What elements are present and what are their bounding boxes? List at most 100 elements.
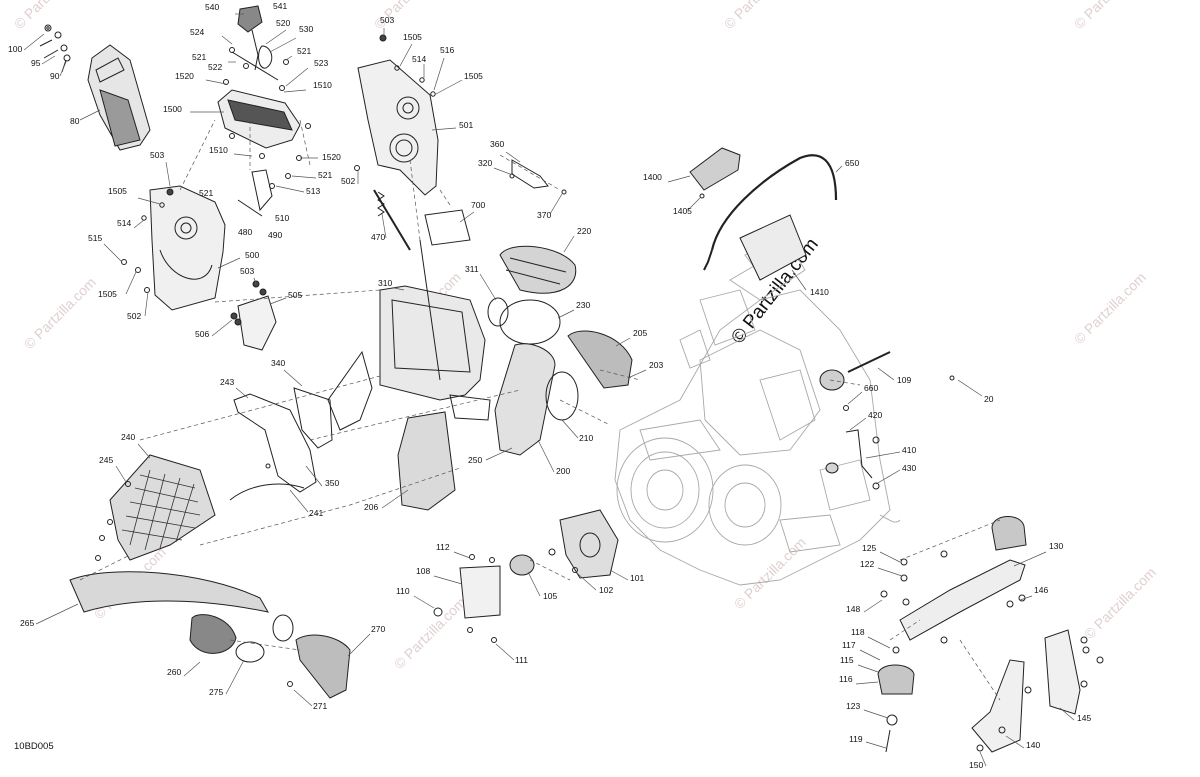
- part-label-115: 115: [840, 655, 854, 665]
- part-label-271: 271: [313, 701, 327, 711]
- part-label-506: 506: [195, 329, 209, 339]
- upper-right-parts: [509, 147, 838, 281]
- left-side-panel: [121, 185, 277, 351]
- part-label-230: 230: [576, 300, 590, 310]
- part-label-275: 275: [209, 687, 223, 697]
- part-label-101: 101: [630, 573, 644, 583]
- part-label-310: 310: [378, 278, 392, 288]
- part-label-206: 206: [364, 502, 378, 512]
- front-grille-assembly: [95, 393, 317, 561]
- part-label-530: 530: [299, 24, 313, 34]
- part-label-1505: 1505: [403, 32, 422, 42]
- leader-lines: [79, 119, 1001, 701]
- watermark-tl: © Partzilla.com: [11, 0, 89, 32]
- part-label-541: 541: [273, 1, 287, 11]
- part-label-241: 241: [309, 508, 323, 518]
- part-label-109: 109: [897, 375, 911, 385]
- part-label-108: 108: [416, 566, 430, 576]
- part-label-521: 521: [297, 46, 311, 56]
- part-label-522: 522: [208, 62, 222, 72]
- part-label-700: 700: [471, 200, 485, 210]
- part-label-1505: 1505: [464, 71, 483, 81]
- part-label-1505: 1505: [108, 186, 127, 196]
- part-label-501: 501: [459, 120, 473, 130]
- part-label-102: 102: [599, 585, 613, 595]
- part-label-240: 240: [121, 432, 135, 442]
- engine-ghost: [614, 229, 901, 586]
- part-label-80: 80: [70, 116, 80, 126]
- watermark-tr2: © Partzilla.com: [1071, 0, 1149, 32]
- part-label-245: 245: [99, 455, 113, 465]
- part-label-503: 503: [240, 266, 254, 276]
- part-label-360: 360: [490, 139, 504, 149]
- part-label-150: 150: [969, 760, 983, 770]
- rear-crossmember-assembly: [877, 516, 1104, 753]
- watermark-tr1: © Partzilla.com: [721, 0, 799, 32]
- engine-mounts-left: [433, 509, 619, 643]
- part-label-1510: 1510: [313, 80, 332, 90]
- part-label-117: 117: [842, 640, 856, 650]
- part-label-410: 410: [902, 445, 916, 455]
- part-label-205: 205: [633, 328, 647, 338]
- part-label-111: 111: [515, 655, 528, 665]
- part-label-523: 523: [314, 58, 328, 68]
- part-label-270: 270: [371, 624, 385, 634]
- part-label-514: 514: [117, 218, 131, 228]
- part-label-515: 515: [88, 233, 102, 243]
- part-label-311: 311: [465, 264, 479, 274]
- diagram-reference-code: 10BD005: [14, 741, 54, 752]
- part-label-123: 123: [846, 701, 860, 711]
- part-label-1510: 1510: [209, 145, 228, 155]
- part-label-119: 119: [849, 734, 863, 744]
- part-label-340: 340: [271, 358, 285, 368]
- part-label-260: 260: [167, 667, 181, 677]
- part-label-420: 420: [868, 410, 882, 420]
- part-label-140: 140: [1026, 740, 1040, 750]
- part-label-116: 116: [839, 674, 853, 684]
- right-engine-parts: [819, 351, 955, 490]
- part-label-470: 470: [371, 232, 385, 242]
- part-label-125: 125: [862, 543, 876, 553]
- part-label-490: 490: [268, 230, 282, 240]
- part-label-1520: 1520: [322, 152, 341, 162]
- part-label-210: 210: [579, 433, 593, 443]
- part-label-320: 320: [478, 158, 492, 168]
- part-label-1505: 1505: [98, 289, 117, 299]
- part-label-500: 500: [245, 250, 259, 260]
- part-label-521: 521: [199, 188, 213, 198]
- part-label-502: 502: [341, 176, 355, 186]
- part-label-1500: 1500: [163, 104, 182, 114]
- part-label-510: 510: [275, 213, 289, 223]
- part-label-100: 100: [8, 44, 22, 54]
- console-top-assembly: [217, 5, 311, 217]
- part-label-521: 521: [318, 170, 332, 180]
- intake-tube-assembly: [69, 571, 351, 699]
- part-label-520: 520: [276, 18, 290, 28]
- part-label-112: 112: [436, 542, 450, 552]
- part-label-1400: 1400: [643, 172, 662, 182]
- part-label-243: 243: [220, 377, 234, 387]
- part-label-521: 521: [192, 52, 206, 62]
- part-label-110: 110: [396, 586, 410, 596]
- part-label-20: 20: [984, 394, 994, 404]
- part-label-1410: 1410: [810, 287, 829, 297]
- part-label-502: 502: [127, 311, 141, 321]
- part-label-1520: 1520: [175, 71, 194, 81]
- part-label-105: 105: [543, 591, 557, 601]
- label-leaders: [23, 13, 1075, 767]
- part-label-1405: 1405: [673, 206, 692, 216]
- part-label-90: 90: [50, 71, 60, 81]
- part-label-513: 513: [306, 186, 320, 196]
- part-label-370: 370: [537, 210, 551, 220]
- part-label-95: 95: [31, 58, 41, 68]
- throttle-pedal-assembly: [39, 24, 151, 151]
- watermark-mr: © Partzilla.com: [1071, 269, 1149, 347]
- right-side-panel: [354, 34, 439, 196]
- part-label-265: 265: [20, 618, 34, 628]
- part-label-203: 203: [649, 360, 663, 370]
- part-label-200: 200: [556, 466, 570, 476]
- watermark-bc2: © Partzilla.com: [731, 534, 809, 612]
- part-label-660: 660: [864, 383, 878, 393]
